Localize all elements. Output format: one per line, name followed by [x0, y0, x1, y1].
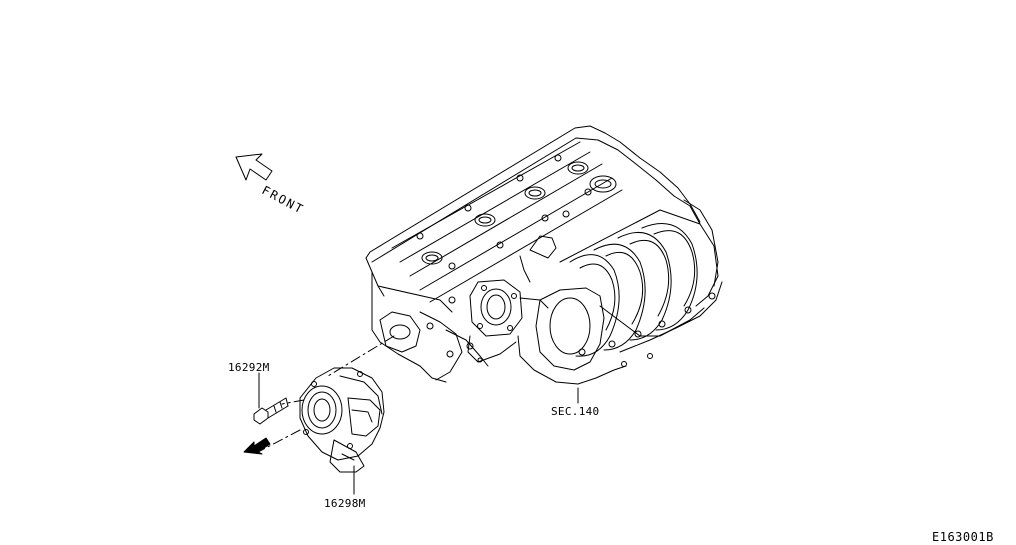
leader-lines	[258, 372, 579, 495]
part-number-bolt: 16292M	[228, 361, 270, 374]
section-reference: SEC.140	[551, 405, 600, 418]
bolt-drawing	[253, 397, 289, 425]
figure-code: E163001B	[932, 530, 994, 544]
engine-assembly	[365, 125, 723, 385]
throttle-body-drawing	[299, 367, 385, 473]
installation-lines	[257, 335, 395, 453]
part-number-throttle-body: 16298M	[324, 497, 366, 510]
front-arrow-icon	[235, 153, 273, 181]
direction-arrow-icon	[243, 437, 271, 455]
